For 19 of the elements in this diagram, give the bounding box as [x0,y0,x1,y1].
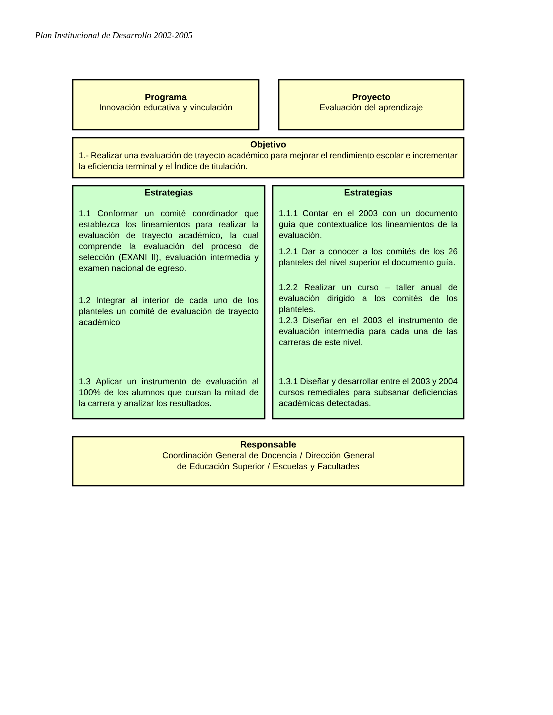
box-text: 1.- Realizar una evaluación de trayecto académico para mejorar el rendimiento escolar e incrementar la eficiencia terminal y el Índice de titulación. [80,152,458,172]
box-heading: Proyecto [352,94,390,102]
box-text: 1.1.1 Contar en el 2003 con un documento guía que contextualice los lineamientos de la evaluación. [279,210,458,238]
box-text: Evaluación del aprendizaje [320,104,423,112]
box-heading: Objetivo [250,141,286,150]
box-heading: Estrategias [344,189,392,198]
box-text: 1.2.3 Diseñar en el 2003 el instrumento de evaluación intermedia para cada una de las carreras de este nivel. [279,317,458,346]
box-heading: Programa [146,94,187,102]
box-text: Coordinación General de Docencia / Dirección General de Educación Superior / Escuelas y Facultades [162,452,374,472]
box-text: 1.2 Integrar al interior de cada uno de los planteles un comité de evaluación de trayecto académico [79,297,259,326]
box-text: 1.3 Aplicar un instrumento de evaluación al 100% de los alumnos que cursan la mitad de la carrera y analizar los resultados. [80,378,259,408]
box-text: 1.2.1 Dar a conocer a los comités de los 26 planteles del nivel superior el documento guía. [280,248,458,268]
box-heading: Estrategias [145,189,193,198]
box-text: Innovación educativa y vinculación [100,104,232,112]
box-heading: Responsable [241,441,296,450]
box-text: 1.2.2 Realizar un curso – taller anual de evaluación dirigido a los comités de los planteles. [279,284,458,314]
box-text: 1.3.1 Diseñar y desarrollar entre el 2003 y 2004 cursos remediales para subsanar deficiencias académicas detectadas. [279,378,458,406]
page-header: Plan Institucional de Desarrollo 2002-2005 [35,32,192,39]
box-text: 1.1 Conformar un comité coordinador que establezca los lineamientos para realizar la evaluación de trayecto académico, la cual comprende la evaluación del proceso de selección (EXANI II), evaluación intermedia y examen nacional de egreso. [79,210,259,274]
